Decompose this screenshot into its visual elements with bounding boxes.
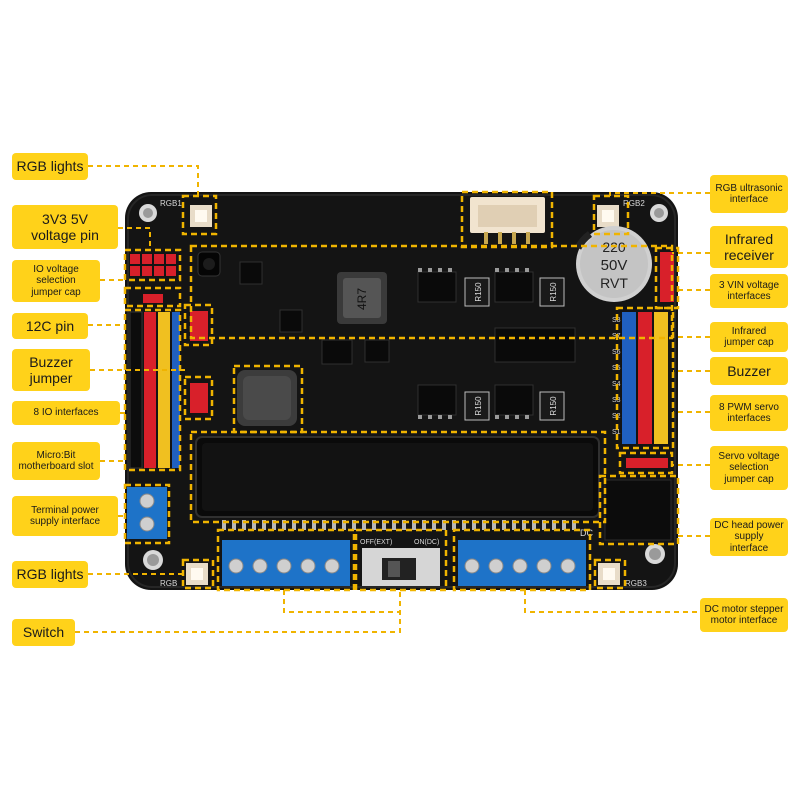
- callout-i2c-pin: 12C pin: [12, 313, 88, 339]
- rgb1-label: RGB1: [160, 199, 182, 208]
- vin-header: [660, 252, 674, 302]
- voltage-pin-header: [130, 254, 176, 276]
- rgb-led-2: [597, 205, 619, 227]
- leader-lines: [75, 165, 710, 633]
- ultrasonic-connector: [470, 197, 545, 244]
- svg-text:S6: S6: [612, 349, 621, 356]
- slot-pin-strip: [222, 520, 576, 530]
- motor-terminal-right: [458, 540, 586, 586]
- buzzer-jumper-cap: [190, 383, 208, 413]
- io-voltage-jumper: [143, 294, 163, 303]
- servo-voltage-jumper: [626, 458, 668, 468]
- rgb3-label: RGB3: [625, 579, 647, 588]
- callout-io-interfaces: 8 IO interfaces: [12, 401, 120, 425]
- power-inductor: 4R7: [337, 272, 387, 324]
- resistor-label-2: R150: [549, 282, 558, 302]
- current-sense-resistors: R150 R150 R150 R150: [464, 277, 565, 421]
- microbit-edge-slot: [195, 436, 600, 518]
- mounting-holes: [139, 204, 668, 570]
- svg-text:S3: S3: [612, 397, 621, 404]
- callout-switch: Switch: [12, 619, 75, 646]
- rgb2-label: RGB2: [623, 199, 645, 208]
- terminal-power-block: [127, 487, 167, 539]
- chip-pins: [418, 268, 529, 419]
- electrolytic-capacitor: 220 50V RVT: [574, 226, 652, 302]
- driver-chips: [239, 261, 576, 416]
- switch-off-label: OFF(EXT): [360, 539, 392, 546]
- resistor-label-1: R150: [474, 282, 483, 302]
- io-header-columns: [129, 311, 180, 469]
- rgb-led-3: [598, 563, 620, 585]
- motor-terminal-left: [222, 540, 350, 586]
- buzzer-component: [237, 370, 297, 426]
- capacitor-voltage: 50V: [601, 257, 628, 274]
- switch-on-label: ON(DC): [414, 539, 439, 546]
- rgb-led-1: [190, 205, 212, 227]
- inductor-label: 4R7: [355, 288, 369, 310]
- rgb-led-bottom-left: [186, 563, 208, 585]
- svg-text:S1: S1: [612, 429, 621, 436]
- power-switch: [362, 548, 440, 586]
- infrared-receiver-component: [197, 251, 221, 277]
- callout-rgb-lights-top: RGB lights: [12, 153, 88, 180]
- svg-text:S8: S8: [612, 317, 621, 324]
- dc-label: DC: [580, 528, 593, 538]
- resistor-label-4: R150: [549, 396, 558, 416]
- rgb-bottom-label: RGB: [160, 579, 177, 588]
- dc-jack: [604, 479, 672, 541]
- callout-buzzer: Buzzer: [710, 357, 788, 385]
- highlight-regions: [123, 190, 680, 592]
- capacitor-series: RVT: [600, 275, 628, 291]
- i2c-jumper-cap: [190, 311, 208, 341]
- servo-header-columns: [622, 312, 668, 444]
- resistor-label-3: R150: [474, 396, 483, 416]
- callout-rgb-lights-bottom: RGB lights: [12, 561, 88, 588]
